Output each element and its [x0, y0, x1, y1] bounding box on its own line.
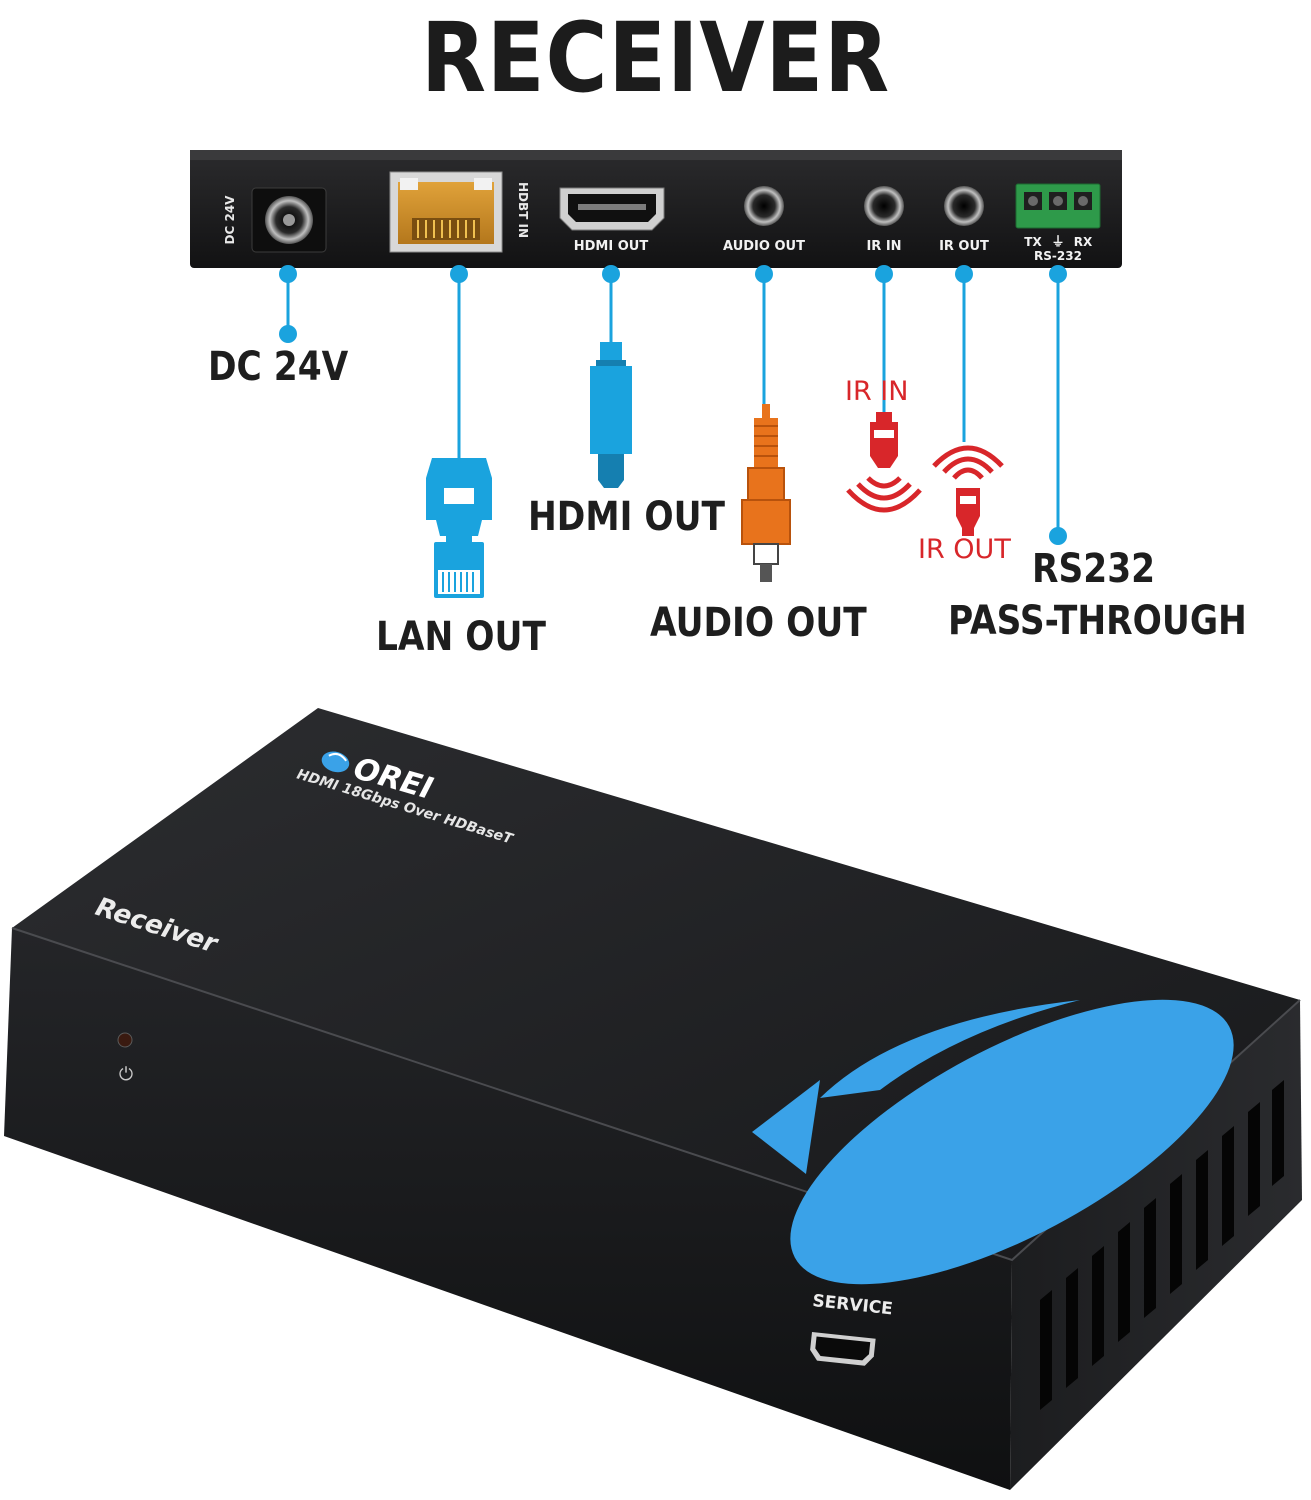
callout-pass-through: PASS-THROUGH — [948, 598, 1247, 644]
panel-label-ir-in: IR IN — [866, 239, 901, 254]
callout-lan-out: LAN OUT — [376, 614, 546, 660]
panel-label-audio: AUDIO OUT — [723, 239, 805, 254]
leader-lines — [286, 276, 1060, 536]
ir-out-jack — [944, 186, 984, 226]
callout-ir-out: IR OUT — [918, 534, 1011, 565]
callout-rs232: RS232 — [1032, 546, 1156, 592]
callout-dc-24v: DC 24V — [208, 344, 349, 390]
power-icon: ⏻ — [119, 1064, 133, 1085]
callout-audio-out: AUDIO OUT — [650, 600, 867, 646]
micro-usb-port — [810, 1332, 876, 1366]
ir-in-jack — [864, 186, 904, 226]
ir-emitter-icon — [932, 445, 1004, 536]
callout-hdmi-out: HDMI OUT — [528, 494, 725, 540]
panel-label-tx: TX — [1024, 235, 1042, 249]
blue-swoosh-graphic — [752, 999, 1234, 1285]
panel-label-hdmi: HDMI OUT — [574, 239, 649, 254]
leader-dots — [279, 265, 1067, 545]
rear-panel-diagram: DC 24V HDBT IN HDMI OUT AUDIO OUT — [190, 150, 1122, 598]
ground-symbol: ⏚ — [1051, 235, 1064, 250]
panel-label-ir-out: IR OUT — [939, 239, 989, 254]
page-title: RECEIVER — [420, 2, 891, 114]
rca-plug-icon — [741, 404, 791, 582]
rs232-terminal — [1015, 183, 1101, 229]
hdmi-port — [559, 187, 665, 231]
hdbt-port — [389, 171, 503, 253]
panel-label-dc: DC 24V — [223, 195, 237, 245]
panel-label-rx: RX — [1074, 235, 1093, 249]
panel-label-hdbt: HDBT IN — [516, 182, 530, 238]
hdmi-plug-icon — [590, 342, 632, 488]
dc-jack — [251, 187, 327, 253]
ir-receiver-icon — [846, 412, 922, 513]
audio-jack — [744, 186, 784, 226]
power-led — [117, 1032, 133, 1048]
callout-ir-in: IR IN — [845, 376, 909, 407]
side-vents — [1040, 1080, 1284, 1410]
panel-label-rs232: RS-232 — [1034, 249, 1082, 263]
receiver-device-photo: OREI HDMI 18Gbps Over HDBaseT Receiver ⏻… — [4, 708, 1302, 1490]
ethernet-plug-icon — [426, 458, 492, 598]
device-front — [4, 928, 1012, 1490]
